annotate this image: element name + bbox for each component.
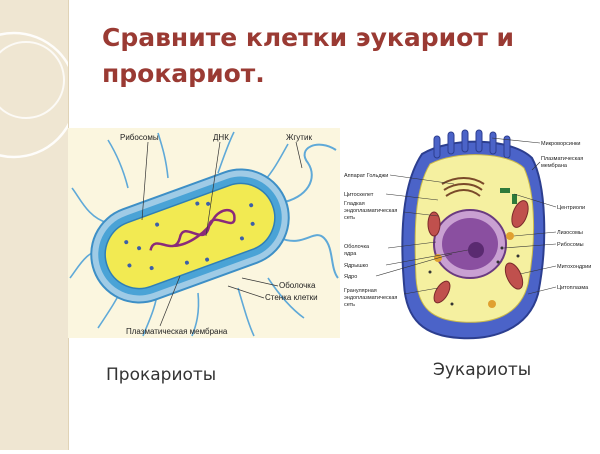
label-mitochondria: Митохондрии [557, 264, 591, 270]
label-cytoskeleton: Цитоскелет [344, 192, 374, 198]
dna-squiggle [149, 208, 236, 251]
mitochondria [427, 200, 529, 304]
label-nuclear-envelope-2: ядра [344, 251, 357, 257]
label-smooth-er-3: сеть [344, 215, 355, 221]
label-nuclear-envelope-1: Оболочка [344, 244, 370, 250]
label-rough-er-2: эндоплазматическая [344, 295, 397, 301]
lysosomes [434, 232, 514, 308]
eukaryote-diagram: Микроворсинки Плазматическая мембрана Ап… [342, 124, 592, 344]
label-ribosomes-eu: Рибосомы [557, 242, 584, 248]
label-flagellum: Жгутик [286, 133, 312, 142]
microvilli [433, 129, 511, 159]
label-golgi: Аппарат Гольджи [344, 173, 388, 179]
label-ribosomes: Рибосомы [120, 133, 159, 142]
golgi [441, 177, 485, 197]
label-smooth-er-1: Гладкая [344, 201, 365, 207]
label-lysosomes: Лизосомы [557, 230, 583, 236]
label-nucleus: Ядро [344, 274, 357, 280]
label-rough-er-1: Гранулярная [344, 288, 377, 294]
ribosome-dots [124, 201, 255, 271]
label-cell-wall: Стенка клетки [265, 293, 318, 302]
label-plasma-membrane-2: мембрана [541, 163, 568, 169]
label-rough-er-3: сеть [344, 302, 355, 308]
label-smooth-er-2: эндоплазматическая [344, 208, 397, 214]
label-microvilli: Микроворсинки [541, 141, 581, 147]
label-dna: ДНК [213, 133, 229, 142]
label-nucleolus: Ядрышко [344, 263, 368, 269]
caption-eukaryotes: Эукариоты [433, 360, 532, 380]
label-centrioles: Центриоли [557, 205, 585, 211]
decorative-side-strip [0, 0, 78, 450]
nucleus [442, 218, 498, 270]
prokaryote-diagram: Рибосомы ДНК Жгутик Оболочка Стенка клет… [68, 128, 340, 338]
label-capsule: Оболочка [279, 281, 316, 290]
decorative-rings [0, 31, 78, 159]
centrioles [500, 188, 517, 204]
nucleolus [468, 242, 484, 258]
label-plasma-membrane-1: Плазматическая [541, 156, 583, 162]
ribosome-dots-eu [428, 246, 520, 306]
caption-prokaryotes: Прокариоты [106, 365, 217, 385]
cell-cytoplasm [104, 182, 276, 290]
flagellum-line [279, 143, 337, 204]
slide-title: Сравните клетки эукариот и прокариот. [102, 23, 515, 88]
label-plasma-membrane: Плазматическая мембрана [126, 327, 228, 336]
label-cytoplasm: Цитоплазма [557, 285, 589, 291]
